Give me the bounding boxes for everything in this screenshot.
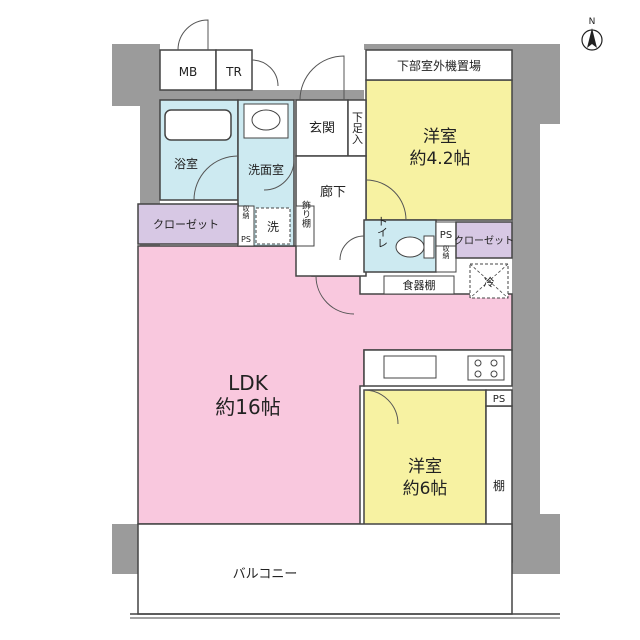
closet-left xyxy=(137,203,239,245)
outer-wall-right-top xyxy=(512,44,560,124)
door-arc-tr xyxy=(251,59,279,87)
western-room-1 xyxy=(365,79,513,221)
room1-name-label: 洋室 xyxy=(423,127,457,147)
outer-wall-right xyxy=(512,124,540,514)
entrance xyxy=(295,99,349,157)
balcony xyxy=(137,523,513,615)
shoe-storage-label: 下足入 xyxy=(351,112,364,145)
room2-size-label: 約6帖 xyxy=(403,479,448,499)
door-arc-room2 xyxy=(363,389,399,425)
fridge-label: 冷 xyxy=(484,276,495,289)
toilet-bowl xyxy=(395,236,425,258)
tr-label: TR xyxy=(225,65,242,79)
room-fills xyxy=(130,49,560,619)
tr-box xyxy=(215,49,253,91)
ps-box-3 xyxy=(485,389,513,407)
column-bottom-right xyxy=(512,514,560,574)
ps-label-2: PS xyxy=(440,230,452,241)
display-shelf-label: 飾り棚 xyxy=(300,199,311,228)
washroom-label: 洗面室 xyxy=(248,162,284,177)
storage-toilet-label: 収納 xyxy=(442,245,450,260)
outdoor-unit-area xyxy=(365,49,513,81)
room2-name-label: 洋室 xyxy=(408,457,442,477)
ldk-name-label: LDK xyxy=(228,371,269,395)
closet-left-label: クローゼット xyxy=(153,218,219,231)
room-labels: MB TR 下部室外機置場 玄関 下足入 浴室 洗面室 洗 廊下 飾り棚 クロー… xyxy=(153,58,514,582)
door-swings xyxy=(177,19,407,425)
wall-strip-top-right xyxy=(364,44,514,50)
entrance-label: 玄関 xyxy=(309,121,335,136)
balcony-label: バルコニー xyxy=(233,567,298,582)
door-arc-mb xyxy=(177,19,209,51)
corridor-label: 廊下 xyxy=(320,184,346,200)
door-arc-bath xyxy=(193,155,239,201)
mb-box xyxy=(159,49,217,91)
closet-right-label: クローゼット xyxy=(454,235,514,247)
cupboard-label: 食器棚 xyxy=(403,278,436,292)
ldk-size-label: 約16帖 xyxy=(215,395,280,419)
mb-label: MB xyxy=(179,65,198,79)
outdoor-unit-label: 下部室外機置場 xyxy=(397,58,481,73)
washer-space xyxy=(255,207,291,245)
north-arrow-icon: N xyxy=(581,17,603,51)
door-arc-toilet xyxy=(339,235,365,261)
toilet-tank xyxy=(423,235,435,259)
wall-strip-top xyxy=(160,90,364,100)
room1-size-label: 約4.2帖 xyxy=(409,149,470,169)
outer-wall-left-top xyxy=(112,44,160,106)
ps-label-1: PS xyxy=(241,235,251,244)
door-arc-ldk xyxy=(315,275,355,315)
north-label: N xyxy=(589,17,596,27)
door-arc-washroom xyxy=(263,159,295,191)
cupboard xyxy=(383,275,455,295)
door-arc-room1 xyxy=(365,179,407,221)
bath-label: 浴室 xyxy=(174,156,198,171)
door-arc-entrance xyxy=(299,55,345,101)
stove xyxy=(467,355,505,381)
ps-label-3: PS xyxy=(493,394,505,405)
storage-toilet xyxy=(435,245,457,273)
shelf-label: 棚 xyxy=(493,478,505,493)
display-shelf xyxy=(295,205,315,247)
closet-right xyxy=(455,221,513,259)
toilet-label: トイレ xyxy=(376,216,389,249)
storage-small-label: 収納 xyxy=(242,205,250,220)
bathtub xyxy=(164,109,232,141)
sink xyxy=(383,355,437,379)
washer-label: 洗 xyxy=(267,220,279,234)
